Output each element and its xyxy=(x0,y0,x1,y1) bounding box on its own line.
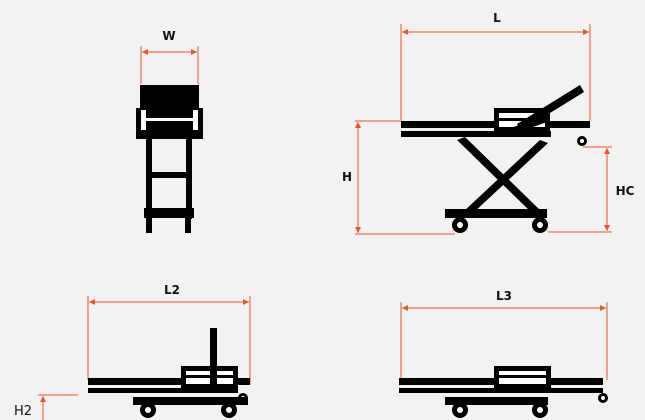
length2-label: L2 xyxy=(164,283,180,297)
height-label: H xyxy=(342,170,352,184)
clearance-height-label: HC xyxy=(616,184,635,198)
front-view: W xyxy=(136,29,203,233)
width-label: W xyxy=(162,29,175,43)
height2-label: H2 xyxy=(14,404,32,419)
length-label: L xyxy=(493,11,501,25)
side-view-raised: L H HC xyxy=(342,11,635,235)
side-view-lowered-flat: L3 xyxy=(399,289,608,418)
length3-label: L3 xyxy=(496,289,512,303)
side-view-lowered-backrest: L2 H2 xyxy=(14,283,251,420)
